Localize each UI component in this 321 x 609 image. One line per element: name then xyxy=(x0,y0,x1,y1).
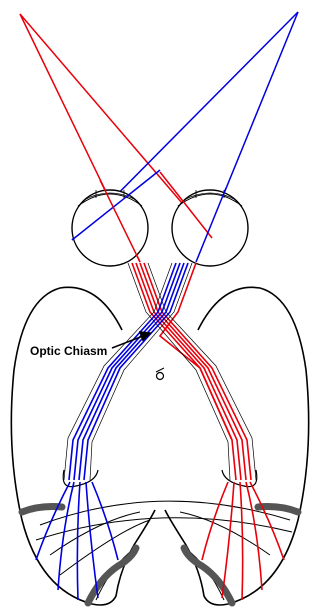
midbrain-marker xyxy=(157,373,164,380)
optic-chiasm-label: Optic Chiasm xyxy=(30,344,107,358)
optic-tract-red xyxy=(132,263,251,480)
visual-cortex xyxy=(22,507,298,603)
optic-tract-blue xyxy=(69,263,188,480)
visual-field-rays xyxy=(20,12,298,262)
internal-fibers xyxy=(36,501,292,575)
midbrain-marker-tick xyxy=(156,368,164,372)
